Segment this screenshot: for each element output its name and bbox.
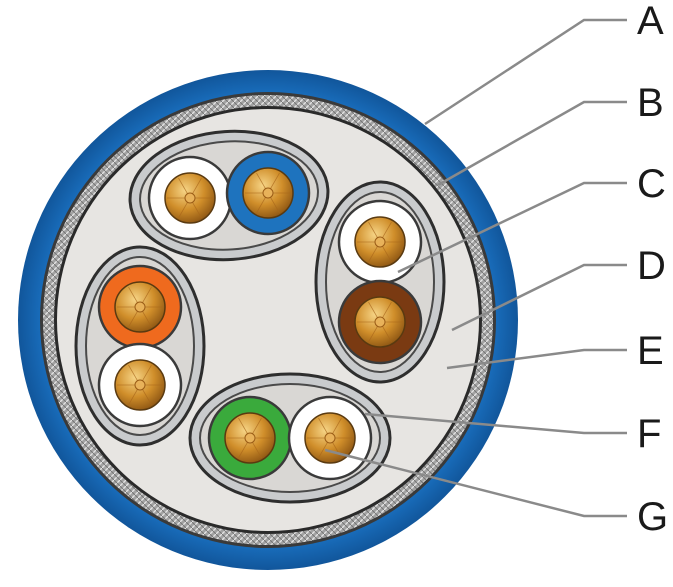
twisted-pairs [74,129,446,504]
leader-line-d [451,263,627,332]
label-f: F [637,412,661,456]
label-d: D [637,244,666,288]
conductor-center-strand [184,192,196,204]
label-e: E [637,329,664,373]
conductor-center-strand [374,236,386,248]
label-a: A [637,0,664,43]
conductor-center-strand [374,316,386,328]
conductor-center-strand [324,432,336,444]
twisted-pair-4 [188,372,392,504]
label-b: B [637,81,664,125]
leader-line-c [397,181,627,274]
conductor-center-strand [262,187,274,199]
conductor-center-strand [134,301,146,313]
part-labels: A B C D E F G [637,0,668,539]
twisted-pair-1 [128,129,330,262]
leader-line-a [424,18,627,126]
label-g: G [637,495,668,539]
leader-line-f [364,412,627,435]
label-c: C [637,162,666,206]
leader-line-e [446,348,627,370]
conductor-center-strand [134,379,146,391]
twisted-pair-2 [314,180,446,384]
leader-line-g [324,448,627,518]
twisted-pair-3 [74,245,206,447]
conductor-center-strand [244,432,256,444]
leader-lines [324,18,627,518]
leader-line-b [437,100,627,187]
